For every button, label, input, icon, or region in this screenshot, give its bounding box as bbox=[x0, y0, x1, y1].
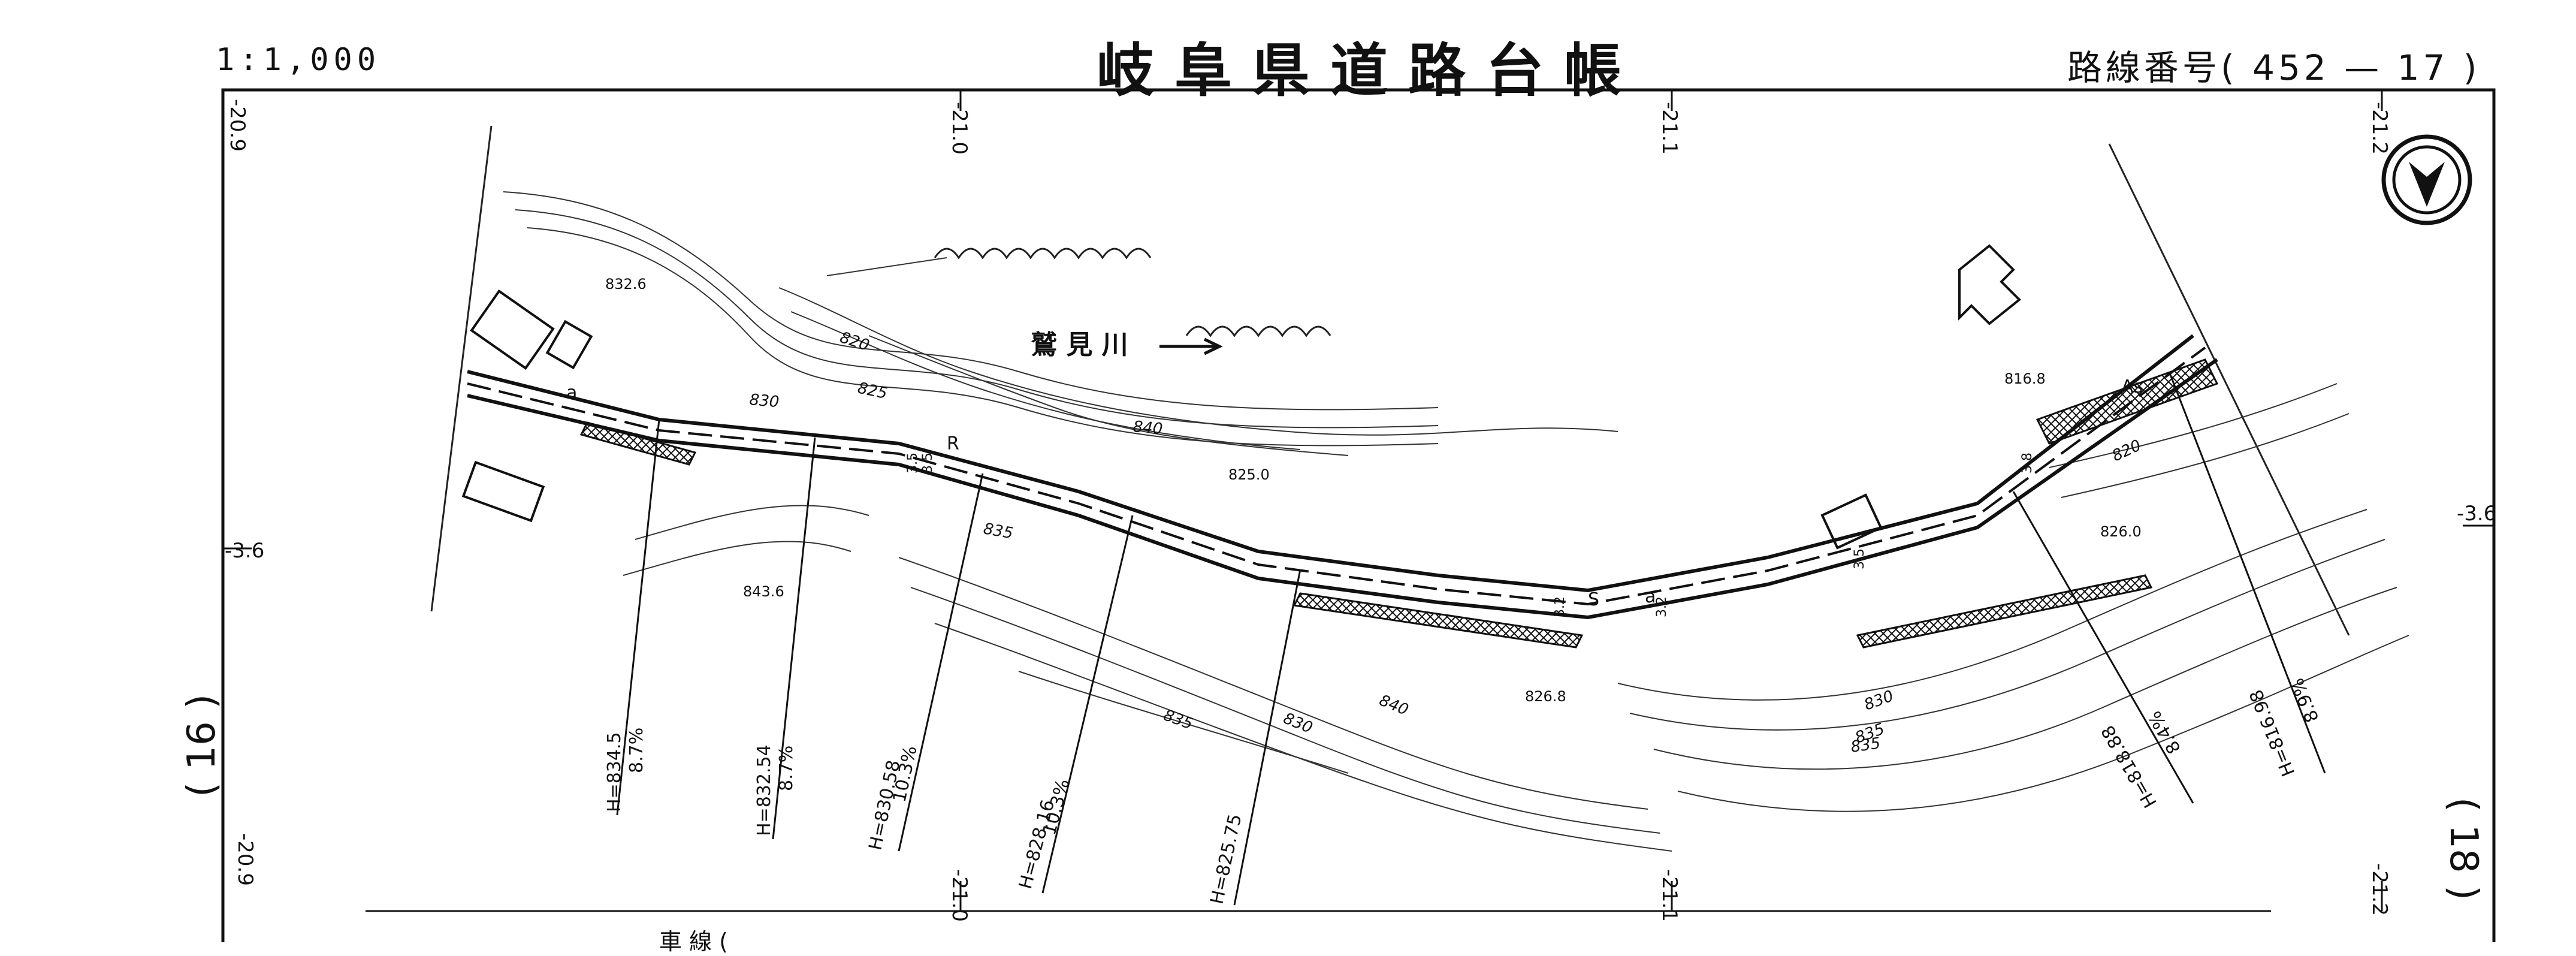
width-mark: 3.5 bbox=[920, 453, 935, 474]
width-mark: 3.5 bbox=[905, 453, 920, 474]
spot-height: 816.8 bbox=[2004, 370, 2046, 387]
grid-bottom-label-3: -21.1 bbox=[1657, 869, 1681, 922]
contour-label: 840 bbox=[1376, 692, 1411, 719]
previous-page-number: ( 16 ) bbox=[180, 693, 224, 797]
grid-top-label-2: -21.0 bbox=[947, 102, 971, 155]
profile-grade: 8.4% bbox=[2145, 707, 2185, 758]
grid-top-label-3: -21.1 bbox=[1657, 102, 1681, 155]
next-page-number: ( 18 ) bbox=[2441, 797, 2486, 901]
profile-height: H=834.5 bbox=[604, 732, 625, 812]
profile-height: H=818.88 bbox=[2097, 722, 2161, 812]
grid-left-label: -3.6 bbox=[225, 539, 264, 563]
buildings bbox=[461, 244, 2021, 550]
grid-right-label: -3.6 bbox=[2457, 502, 2496, 526]
profile-grade: 8.7% bbox=[626, 728, 647, 773]
profile-lines bbox=[616, 371, 2326, 906]
contour-label: 835 bbox=[982, 520, 1014, 542]
contour-label: 820 bbox=[2109, 436, 2144, 465]
spot-height: 832.6 bbox=[605, 276, 647, 292]
profile-grade: 8.7% bbox=[776, 746, 797, 791]
hatched-strip-1 bbox=[579, 421, 697, 466]
contour-labels: 820 825 830 835 840 830 835 840 835 830 … bbox=[748, 328, 2144, 756]
spot-height: 843.6 bbox=[743, 583, 784, 600]
map-frame bbox=[221, 88, 2496, 942]
flow-arrow bbox=[1159, 337, 1223, 355]
width-mark: 3.2 bbox=[1553, 596, 1568, 617]
page-title: 岐阜県道路台帳 bbox=[1097, 37, 1642, 104]
grid-bottom-label-4: -21.2 bbox=[2367, 863, 2391, 916]
contour-label: 825 bbox=[856, 379, 889, 403]
sheet-boundary bbox=[430, 125, 2350, 636]
road-letter: a bbox=[1645, 586, 1656, 607]
width-marks: 3.5 3.5 3.2 3.2 3.5 3.8 bbox=[905, 453, 2035, 617]
hatched-strip-4 bbox=[2036, 358, 2219, 445]
contour-label: 840 bbox=[1132, 418, 1163, 438]
profile-height: H=825.75 bbox=[1207, 812, 1246, 906]
profile-height: H=816.98 bbox=[2246, 686, 2300, 779]
road-letter: S bbox=[1588, 589, 1599, 610]
grid-bottom-label-2: -21.0 bbox=[947, 869, 971, 922]
contour-label: 835 bbox=[1161, 706, 1195, 733]
contour-label: 820 bbox=[838, 328, 871, 355]
road-letter: a bbox=[566, 382, 577, 403]
profile-labels: H=834.5 8.7% H=832.54 8.7% H=830.58 10.3… bbox=[604, 675, 2323, 906]
width-mark: 3.2 bbox=[1654, 596, 1669, 617]
road bbox=[467, 334, 2218, 620]
width-mark: 3.5 bbox=[1852, 548, 1867, 569]
spot-height: 826.8 bbox=[1525, 688, 1566, 705]
contour-lines bbox=[503, 191, 2409, 852]
contour-label: 835 bbox=[1850, 734, 1882, 756]
width-mark: 3.8 bbox=[2020, 453, 2035, 474]
contour-label: 830 bbox=[748, 391, 780, 411]
river-line bbox=[826, 257, 947, 276]
map-scale: 1:1,000 bbox=[216, 42, 381, 78]
spot-height: 826.0 bbox=[2100, 523, 2142, 540]
road-letters: a R S a As bbox=[566, 376, 2143, 610]
route-number: 路線番号( 452 — 17 ) bbox=[2067, 47, 2481, 88]
hatched-strip-2 bbox=[1292, 592, 1584, 649]
river-bank bbox=[934, 248, 1331, 337]
grid-ticks bbox=[223, 90, 2494, 911]
hatched-strip-3 bbox=[1856, 574, 2153, 649]
grid-top-label-4: -21.2 bbox=[2367, 102, 2391, 155]
legend-text: 車 線 ( bbox=[659, 928, 728, 955]
river-label: 鷲 見 川 bbox=[1031, 330, 1128, 360]
profile-height: H=832.54 bbox=[754, 744, 775, 836]
contour-label: 830 bbox=[1281, 710, 1315, 737]
north-arrow-icon bbox=[2381, 134, 2472, 225]
grid-bottom-label-1: -20.9 bbox=[233, 833, 257, 886]
grid-top-label-1: -20.9 bbox=[225, 99, 249, 152]
road-letter: As bbox=[2121, 376, 2143, 397]
road-letter: R bbox=[947, 433, 959, 454]
spot-height: 825.0 bbox=[1228, 466, 1270, 483]
spot-heights: 832.6 843.6 825.0 826.8 816.8 826.0 bbox=[605, 276, 2142, 705]
profile-grade: 8.9% bbox=[2287, 675, 2323, 725]
